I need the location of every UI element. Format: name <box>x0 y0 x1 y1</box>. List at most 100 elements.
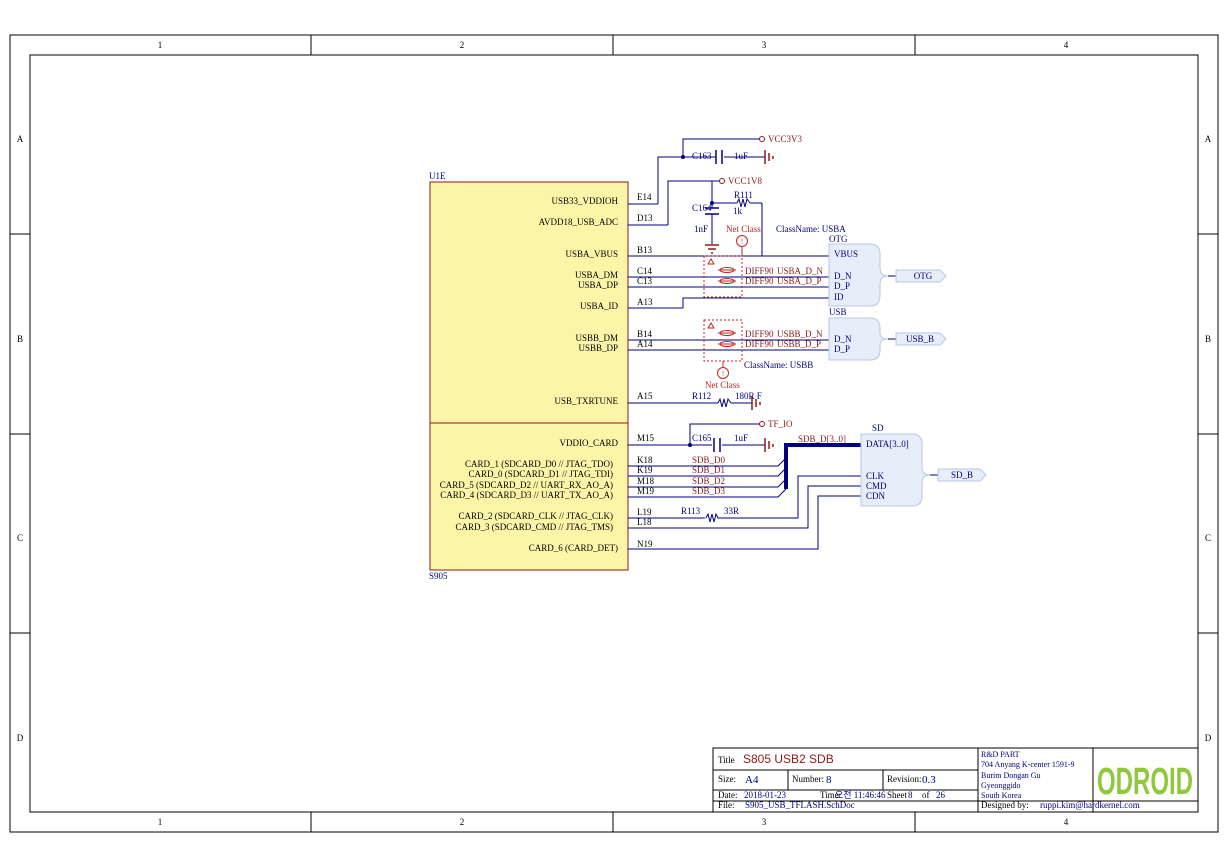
harness-pin: D_P <box>834 344 850 354</box>
r111-resistor[interactable] <box>736 197 751 208</box>
col-label: 4 <box>1064 817 1069 827</box>
net-class-directive-usba: ! Net Class <box>703 224 761 298</box>
title-label: Title <box>718 755 735 765</box>
port-sd-b[interactable]: SD_B <box>937 468 987 482</box>
col-label: 3 <box>762 40 767 50</box>
number-label: Number: <box>792 774 824 784</box>
pin-number: D13 <box>637 213 653 223</box>
pin-name: CARD_4 (SDCARD_D3 // UART_TX_AO_A) <box>440 490 613 500</box>
r112-resistor[interactable] <box>717 397 732 408</box>
ground-symbol <box>764 150 774 164</box>
power-port-vcc3v3[interactable]: VCC3V3 <box>759 134 803 144</box>
r113-value: 33R <box>724 506 739 516</box>
r111-value: 1k <box>733 206 743 216</box>
size-value: A4 <box>745 774 759 786</box>
pin-name: USBB_DM <box>575 333 618 343</box>
port-otg[interactable]: OTG <box>895 269 947 283</box>
row-label: C <box>1205 533 1211 543</box>
net-labels: DIFF90 USBA_D_N DIFF90 USBA_D_P DIFF90 U… <box>692 266 846 496</box>
harness-pin: CMD <box>866 481 887 491</box>
pin-name: USB_TXRTUNE <box>555 396 619 406</box>
c163-capacitor[interactable] <box>715 150 723 164</box>
svg-text:TF_IO: TF_IO <box>768 419 793 429</box>
pin-name: CARD_5 (SDCARD_D2 // UART_RX_AO_A) <box>440 480 613 490</box>
port-usb-b[interactable]: USB_B <box>895 332 947 346</box>
svg-text:!: ! <box>722 370 724 378</box>
harness-otg[interactable]: OTG VBUS D_N D_P ID <box>828 234 896 307</box>
c165-capacitor[interactable] <box>713 438 721 452</box>
r112-ref: R112 <box>692 391 711 401</box>
address-line: 704 Anyang K-center 1591-9 <box>981 760 1075 769</box>
r113-ref: R113 <box>681 506 701 516</box>
pin-number: C14 <box>637 266 653 276</box>
c165-ref: C165 <box>692 433 712 443</box>
component-part: S905 <box>429 571 448 581</box>
sdb-bus <box>784 443 862 489</box>
net-label: USBB_D_P <box>777 339 821 349</box>
u1e-component[interactable]: U1E S905 <box>429 171 629 581</box>
frame-labels: 1 2 3 4 1 2 3 4 A B C D A B C D <box>17 40 1212 827</box>
diff-rule-label: DIFF90 <box>745 276 774 286</box>
c164-capacitor[interactable] <box>705 207 719 215</box>
net-class-label: Net Class <box>705 380 740 390</box>
pin-name: VDDIO_CARD <box>560 438 619 448</box>
designed-label: Designed by: <box>981 800 1029 810</box>
file-label: File: <box>718 800 735 810</box>
r113-resistor[interactable] <box>705 512 722 523</box>
date-value: 2018-01-23 <box>744 790 786 800</box>
address-line: R&D PART <box>981 750 1020 759</box>
r112-value: 180R F <box>735 391 762 401</box>
harness-pin: ID <box>834 292 844 302</box>
svg-text:USB_B: USB_B <box>906 334 934 344</box>
col-label: 2 <box>460 817 465 827</box>
number-value: 8 <box>826 774 832 786</box>
net-class-label: Net Class <box>726 224 761 234</box>
net-label: SDB_D0 <box>692 455 726 465</box>
pin-number: C13 <box>637 276 653 286</box>
pin-numbers: E14 D13 B13 C14 C13 A13 B14 A14 A15 M15 … <box>637 192 655 549</box>
pin-name: CARD_3 (SDCARD_CMD // JTAG_TMS) <box>455 522 613 532</box>
harness-pin: CLK <box>866 471 885 481</box>
u1e-body-upper <box>429 181 629 424</box>
harness-pin: DATA[3..0] <box>866 439 909 449</box>
diff-rule-label: DIFF90 <box>745 339 774 349</box>
classname-usbb: ClassName: USBB <box>744 360 813 370</box>
power-port-vcc1v8[interactable]: VCC1V8 <box>719 176 763 186</box>
pin-number: M18 <box>637 476 655 486</box>
harness-pin: CDN <box>866 491 886 501</box>
svg-text:VCC1V8: VCC1V8 <box>728 176 763 186</box>
harness-usb[interactable]: USB D_N D_P <box>828 307 896 361</box>
svg-text:VCC3V3: VCC3V3 <box>768 134 803 144</box>
pin-number: B14 <box>637 329 653 339</box>
pin-number: L19 <box>637 507 652 517</box>
pin-name: USBA_ID <box>580 301 619 311</box>
c163-value: 1uF <box>734 151 748 161</box>
pin-number: K19 <box>637 465 653 475</box>
pin-name: USBA_DP <box>578 280 618 290</box>
component-designator: U1E <box>429 171 446 181</box>
passive-labels: C163 1uF R111 1k C164 1nF R112 180R F C1… <box>681 151 762 516</box>
row-label: B <box>1205 334 1211 344</box>
harness-title: OTG <box>829 234 848 244</box>
net-label: USBA_D_N <box>777 266 824 276</box>
net-label: SDB_D1 <box>692 465 725 475</box>
pin-name: AVDD18_USB_ADC <box>539 217 618 227</box>
revision-label: Revision: <box>887 774 922 784</box>
total-value: 26 <box>936 790 946 800</box>
pin-number: M15 <box>637 433 655 443</box>
net-label: USBB_D_N <box>777 329 823 339</box>
col-label: 2 <box>460 40 465 50</box>
odroid-logo: ODROID <box>1097 761 1193 803</box>
harness-pin: D_N <box>834 334 852 344</box>
harness-title: SD <box>872 423 884 433</box>
row-label: B <box>17 334 23 344</box>
svg-text:OTG: OTG <box>914 271 933 281</box>
power-port-tf-io[interactable]: TF_IO <box>759 419 794 429</box>
pin-number: N19 <box>637 539 653 549</box>
diff-rule-label: DIFF90 <box>745 329 774 339</box>
sheet-value: 8 <box>908 790 913 800</box>
net-label: SDB_D3 <box>692 486 726 496</box>
harness-sd[interactable]: SD DATA[3..0] CLK CMD CDN <box>860 423 938 507</box>
svg-text:SD_B: SD_B <box>951 470 973 480</box>
